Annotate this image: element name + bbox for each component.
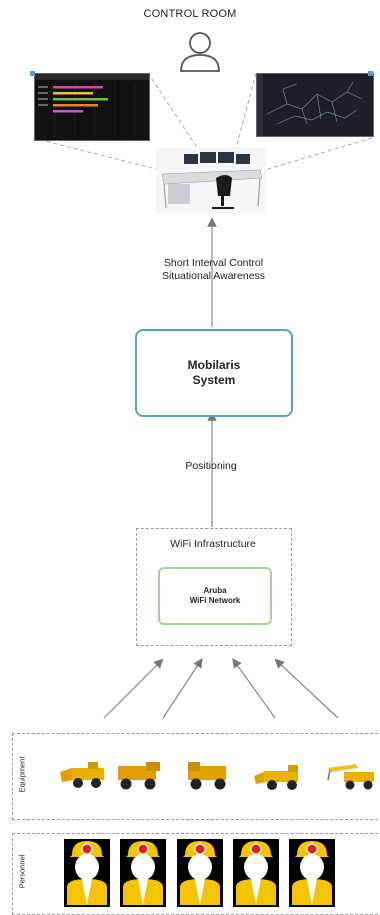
caption-line-1: Short Interval Control: [163, 257, 264, 269]
wifi-infrastructure-box: [136, 528, 292, 646]
miner-icon: [177, 839, 223, 907]
aruba-line-2: WiFi Network: [189, 596, 241, 605]
personnel-label: Personnel: [17, 854, 27, 889]
equipment-band: [12, 733, 380, 820]
mining-vehicle-icon: [188, 762, 226, 790]
handle: [30, 71, 35, 76]
mining-vehicle-icon: [254, 765, 298, 790]
wifi-infrastructure-label: WiFi Infrastructure: [170, 538, 256, 550]
control-desk-icon: [156, 148, 266, 214]
mobilaris-line-2: System: [192, 373, 236, 387]
mobilaris-system-box: Mobilaris System: [135, 329, 293, 417]
mining-vehicle-icon: [118, 762, 160, 790]
aruba-network-box: Aruba WiFi Network: [158, 567, 272, 625]
user-icon: [180, 32, 220, 72]
handle: [368, 71, 373, 76]
positioning-label: Positioning: [185, 460, 237, 472]
caption-line-2: Situational Awareness: [161, 270, 266, 282]
map-screen-icon: [256, 73, 374, 137]
mining-vehicle-icon: [327, 764, 374, 790]
miner-icon: [233, 839, 279, 907]
control-room-title: CONTROL ROOM: [143, 8, 237, 20]
miner-icon: [120, 839, 166, 907]
miner-icon: [289, 839, 335, 907]
mining-vehicle-icon: [60, 762, 104, 788]
control-room-caption: Short Interval Control Situational Aware…: [0, 257, 380, 283]
aruba-line-1: Aruba: [203, 586, 227, 595]
dashboard-screen-icon: [34, 73, 150, 141]
miner-icon: [64, 839, 110, 907]
equipment-label: Equipment: [17, 756, 27, 793]
mobilaris-line-1: Mobilaris: [187, 358, 241, 372]
